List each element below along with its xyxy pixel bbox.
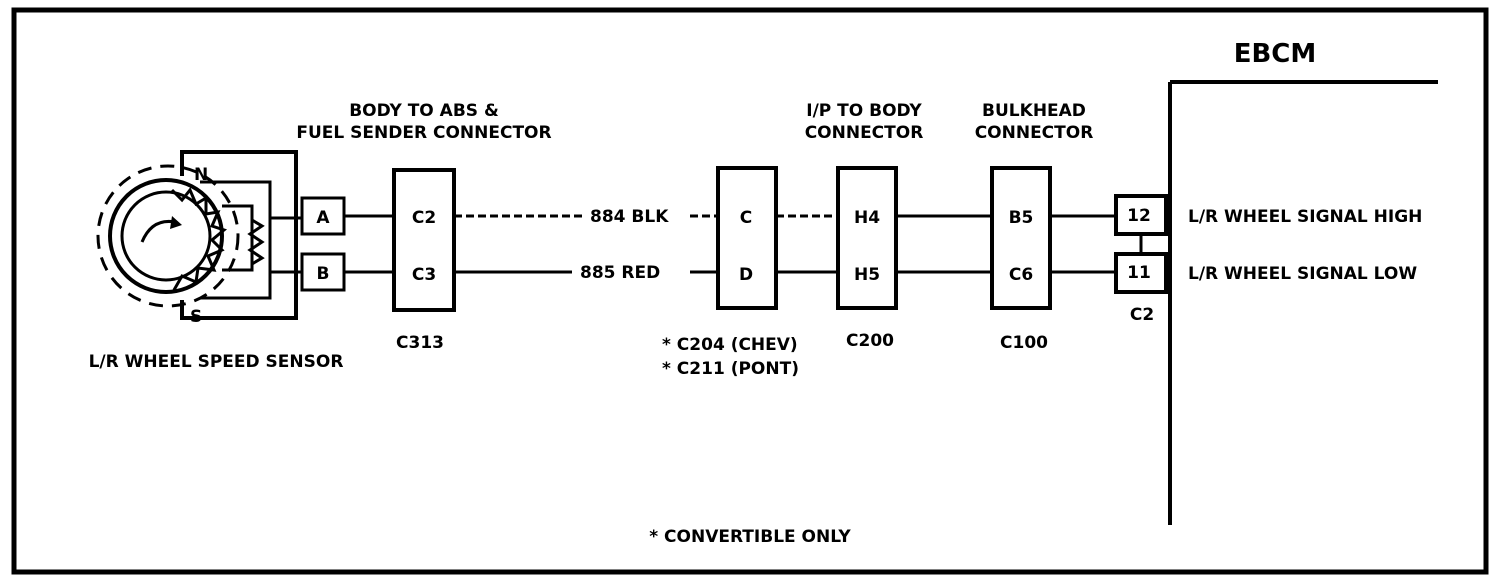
c313-box xyxy=(392,168,456,312)
connector-c204: C D * C204 (CHEV) * C211 (PONT) xyxy=(662,166,799,379)
diagram-frame xyxy=(11,7,1489,575)
c100-box xyxy=(990,166,1052,310)
c200-pin-h5: H5 xyxy=(854,265,880,285)
c313-title-line1: BODY TO ABS & xyxy=(349,101,499,121)
c200-box xyxy=(836,166,898,310)
c100-title-line1: BULKHEAD xyxy=(982,101,1086,121)
c204-pin-d: D xyxy=(739,265,753,285)
c204-box xyxy=(716,166,778,310)
sensor-pin-b: B xyxy=(317,264,330,284)
sensor-pin-a-box xyxy=(300,196,346,236)
c200-title-line2: CONNECTOR xyxy=(805,123,924,143)
ebcm-module: EBCM L/R WHEEL SIGNAL HIGH L/R WHEEL SIG… xyxy=(1114,39,1438,525)
ebcm-pin-12: 12 xyxy=(1127,206,1151,226)
sensor-pin-a: A xyxy=(316,208,330,228)
c200-title-line1: I/P TO BODY xyxy=(806,101,922,121)
connector-c100: BULKHEAD CONNECTOR B5 C6 C100 xyxy=(975,101,1094,353)
ebcm-title: EBCM xyxy=(1234,39,1317,69)
c204-pin-c: C xyxy=(740,208,752,228)
ebcm-connector-id: C2 xyxy=(1130,305,1154,325)
connector-c313: BODY TO ABS & FUEL SENDER CONNECTOR C2 C… xyxy=(296,101,551,353)
ebcm-signal-low-label: L/R WHEEL SIGNAL LOW xyxy=(1188,264,1417,284)
sensor-north-label: N xyxy=(194,165,208,185)
c313-pin-c2: C2 xyxy=(412,208,436,228)
c313-id: C313 xyxy=(396,333,444,353)
footnote: * CONVERTIBLE ONLY xyxy=(649,527,851,547)
c313-pin-c3: C3 xyxy=(412,265,436,285)
c200-id: C200 xyxy=(846,331,894,351)
c100-id: C100 xyxy=(1000,333,1048,353)
c204-note-line2: * C211 (PONT) xyxy=(662,359,799,379)
c100-title-line2: CONNECTOR xyxy=(975,123,1094,143)
connector-c200: I/P TO BODY CONNECTOR H4 H5 C200 xyxy=(805,101,924,351)
wheel-speed-sensor: N S A B L/R WHEEL SPEED SENSOR xyxy=(89,150,346,372)
c200-pin-h4: H4 xyxy=(854,208,880,228)
c313-title-line2: FUEL SENDER CONNECTOR xyxy=(296,123,551,143)
ebcm-pin-11: 11 xyxy=(1127,263,1151,283)
wire-885-red: 885 RED xyxy=(580,263,660,283)
ebcm-signal-high-label: L/R WHEEL SIGNAL HIGH xyxy=(1188,207,1422,227)
c100-pin-c6: C6 xyxy=(1009,265,1033,285)
wires xyxy=(344,214,1116,274)
wire-884-blk: 884 BLK xyxy=(590,207,669,227)
ebcm-pin-11-box xyxy=(1114,252,1168,294)
sensor-label: L/R WHEEL SPEED SENSOR xyxy=(89,352,344,372)
c100-pin-b5: B5 xyxy=(1009,208,1034,228)
c204-note-line1: * C204 (CHEV) xyxy=(662,335,798,355)
sensor-south-label: S xyxy=(190,307,202,327)
